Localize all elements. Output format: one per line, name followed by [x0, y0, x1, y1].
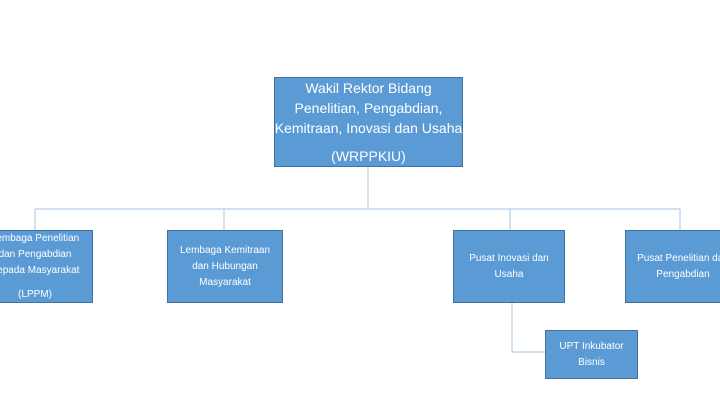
unit-kemitraan-line-2: dan Hubungan [192, 260, 258, 272]
unit-box-inovasi-usaha: Pusat Inovasi dan Usaha [453, 230, 565, 303]
unit-box-lppm: Lembaga Penelitian dan Pengabdian Kepada… [0, 230, 93, 303]
sub-unit-connector [511, 303, 545, 353]
unit-lppm-line-1: Lembaga Penelitian [0, 232, 80, 244]
unit-lppm-line-3: Kepada Masyarakat [0, 264, 80, 276]
unit-box-penelitian-pengabdian: Pusat Penelitian dan Pengabdian [625, 230, 720, 303]
unit-penelitian-line-1: Pusat Penelitian dan [637, 252, 720, 264]
sub-unit-line-2: Bisnis [578, 356, 605, 368]
unit-lppm-abbreviation: (LPPM) [18, 288, 52, 300]
root-title-line-1: Wakil Rektor Bidang [305, 80, 432, 96]
root-box-wrppkiu: Wakil Rektor Bidang Penelitian, Pengabdi… [274, 77, 463, 167]
root-title-line-3: Kemitraan, Inovasi dan Usaha [274, 120, 463, 136]
root-title-line-2: Penelitian, Pengabdian, [294, 100, 443, 116]
unit-inovasi-line-2: Usaha [494, 268, 524, 280]
unit-penelitian-line-2: Pengabdian [656, 268, 710, 280]
sub-unit-box-upt-inkubator: UPT Inkubator Bisnis [545, 330, 638, 379]
unit-box-kemitraan: Lembaga Kemitraan dan Hubungan Masyaraka… [167, 230, 283, 303]
unit-kemitraan-line-3: Masyarakat [199, 276, 251, 288]
unit-lppm-line-2: dan Pengabdian [0, 248, 72, 260]
root-abbreviation: (WRPPKIU) [331, 148, 406, 164]
unit-inovasi-line-1: Pusat Inovasi dan [469, 252, 549, 264]
sub-unit-line-1: UPT Inkubator [559, 340, 624, 352]
unit-kemitraan-line-1: Lembaga Kemitraan [179, 244, 271, 256]
